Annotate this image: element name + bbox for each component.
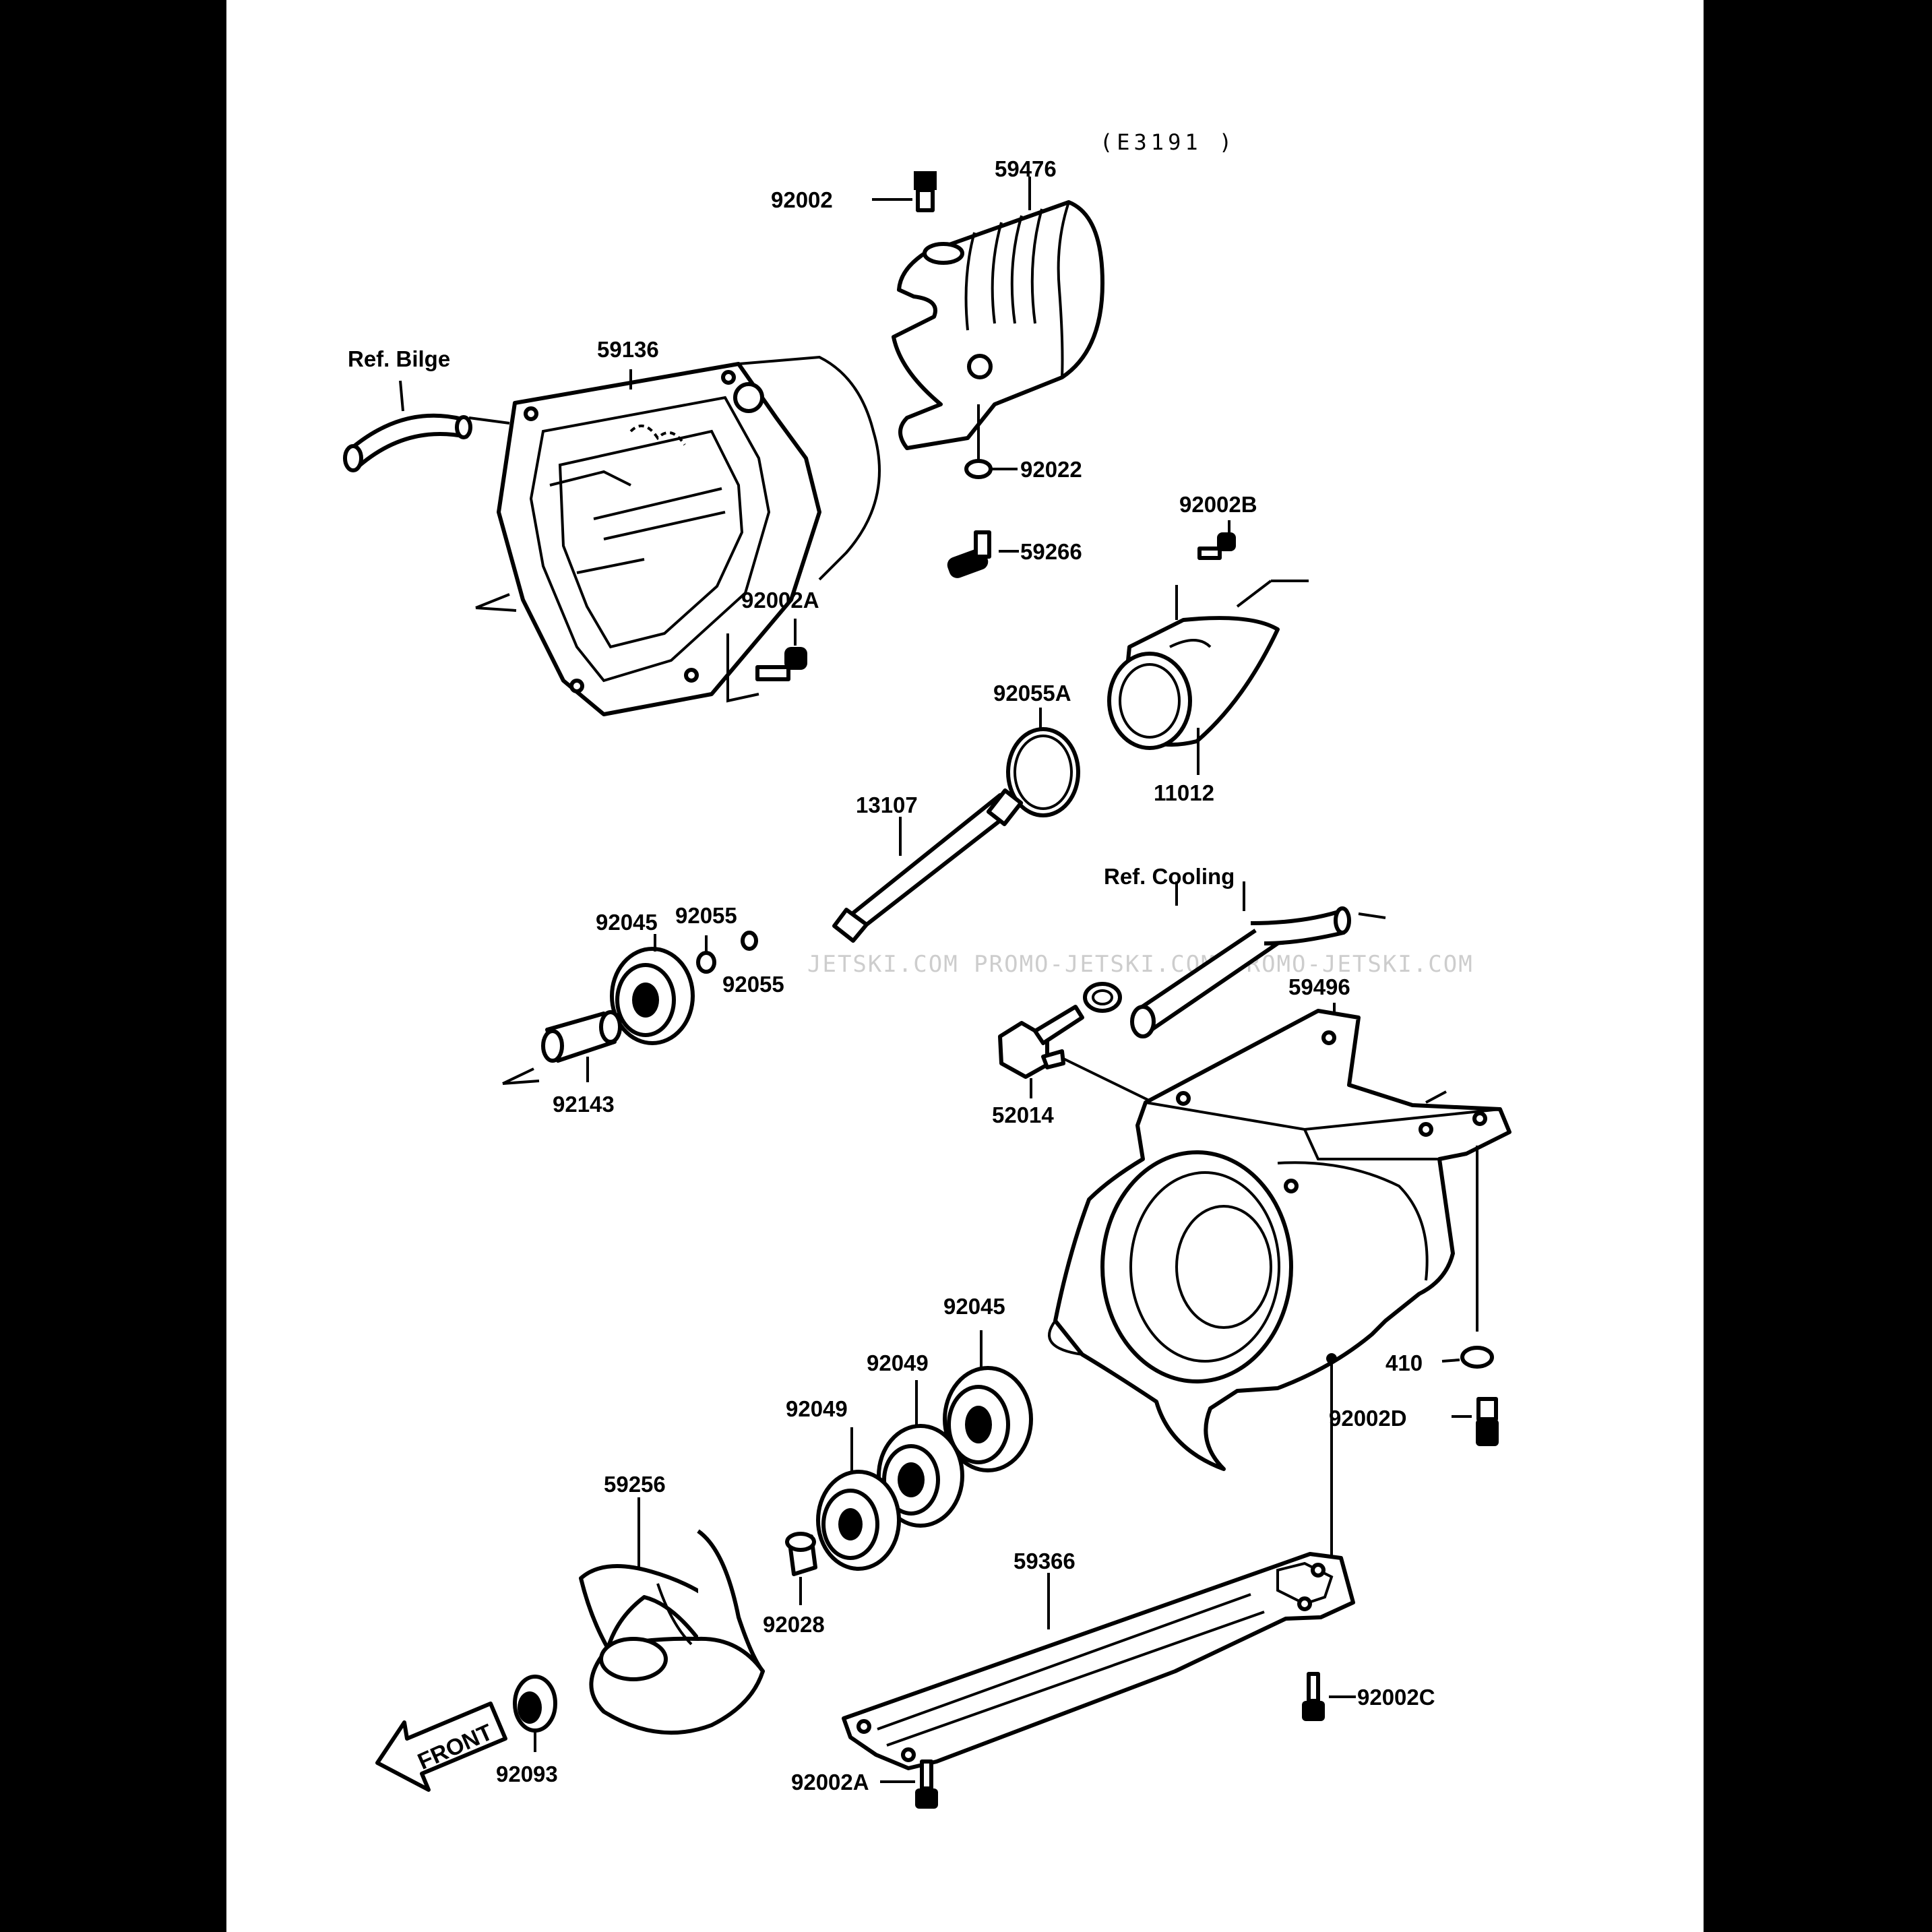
ref-cooling-label: Ref. Cooling	[1104, 864, 1235, 889]
diagram-code: (E3191 )	[1100, 129, 1236, 155]
nozzle-11012	[1107, 616, 1280, 750]
label-13107: 13107	[856, 792, 918, 817]
collar-92028	[785, 1532, 817, 1576]
seal-92055-a	[696, 951, 716, 974]
washer-92022	[964, 459, 993, 479]
front-arrow: FRONT	[375, 1702, 507, 1792]
fitting-59266	[947, 530, 991, 578]
diagram-sheet: (E3191 ) JETSKI.COM PROMO-JETSKI.COM PRO…	[226, 0, 1704, 1932]
label-92055A: 92055A	[993, 681, 1071, 706]
label-92049-a: 92049	[867, 1350, 929, 1375]
sleeve-92143	[541, 1010, 622, 1063]
plate-59366	[842, 1552, 1355, 1770]
label-11012: 11012	[1154, 780, 1214, 805]
label-410: 410	[1385, 1350, 1423, 1375]
label-92002A-bottom: 92002A	[791, 1770, 869, 1795]
label-92143: 92143	[553, 1092, 615, 1117]
label-59136: 59136	[597, 337, 659, 362]
bolt-92002D	[1476, 1397, 1499, 1446]
label-92045-bottom: 92045	[943, 1294, 1005, 1319]
seal-92055-b	[741, 931, 758, 951]
cooling-hose	[1130, 906, 1351, 1038]
label-92022: 92022	[1020, 457, 1082, 482]
bolt-92002-top	[914, 171, 937, 212]
bolt-92002A-top	[755, 647, 807, 681]
pump-case-59136	[497, 355, 881, 716]
parts-diagram: (E3191 ) JETSKI.COM PROMO-JETSKI.COM PRO…	[343, 129, 1512, 1809]
label-59266: 59266	[1020, 539, 1082, 564]
bearing-92049-b	[816, 1470, 901, 1571]
cap-92093	[513, 1675, 557, 1733]
bolt-92002C	[1302, 1672, 1325, 1721]
label-92049-b: 92049	[786, 1396, 848, 1421]
label-59496: 59496	[1288, 974, 1350, 999]
label-92055-a: 92055	[675, 903, 737, 928]
impeller-59256	[579, 1529, 765, 1735]
bilge-hose	[343, 413, 472, 472]
fitting-52014	[998, 1005, 1084, 1079]
label-92055-b: 92055	[722, 972, 784, 997]
bolt-92002A-bottom	[915, 1759, 938, 1809]
label-92002: 92002	[771, 187, 833, 212]
drive-shaft-13107	[832, 788, 1024, 943]
label-59476: 59476	[995, 156, 1057, 181]
bearing-92049-a	[877, 1424, 964, 1528]
hose-clamp	[1083, 982, 1122, 1013]
label-59366: 59366	[1014, 1549, 1076, 1573]
pump-housing-59496	[1048, 1009, 1512, 1471]
label-92002A-top: 92002A	[741, 588, 819, 613]
leader-ref-bilge	[399, 380, 404, 412]
label-59256: 59256	[604, 1472, 666, 1497]
bearing-92045-bottom	[943, 1366, 1033, 1472]
label-92002C: 92002C	[1357, 1685, 1435, 1710]
washer-410	[1460, 1346, 1494, 1369]
label-52014: 52014	[992, 1102, 1054, 1127]
watermark: JETSKI.COM PROMO-JETSKI.COM PROMO-JETSKI…	[807, 951, 1474, 978]
ref-bilge-label: Ref. Bilge	[348, 346, 450, 371]
bellows-59476	[892, 200, 1104, 450]
o-ring-92055A	[1006, 727, 1080, 817]
label-92093: 92093	[496, 1762, 558, 1786]
label-92045-top: 92045	[596, 910, 658, 935]
bolt-92002B	[1197, 532, 1236, 560]
label-92028: 92028	[763, 1612, 825, 1637]
label-92002B: 92002B	[1179, 492, 1257, 517]
label-92002D: 92002D	[1329, 1406, 1407, 1431]
bearing-92045-top	[610, 947, 695, 1045]
